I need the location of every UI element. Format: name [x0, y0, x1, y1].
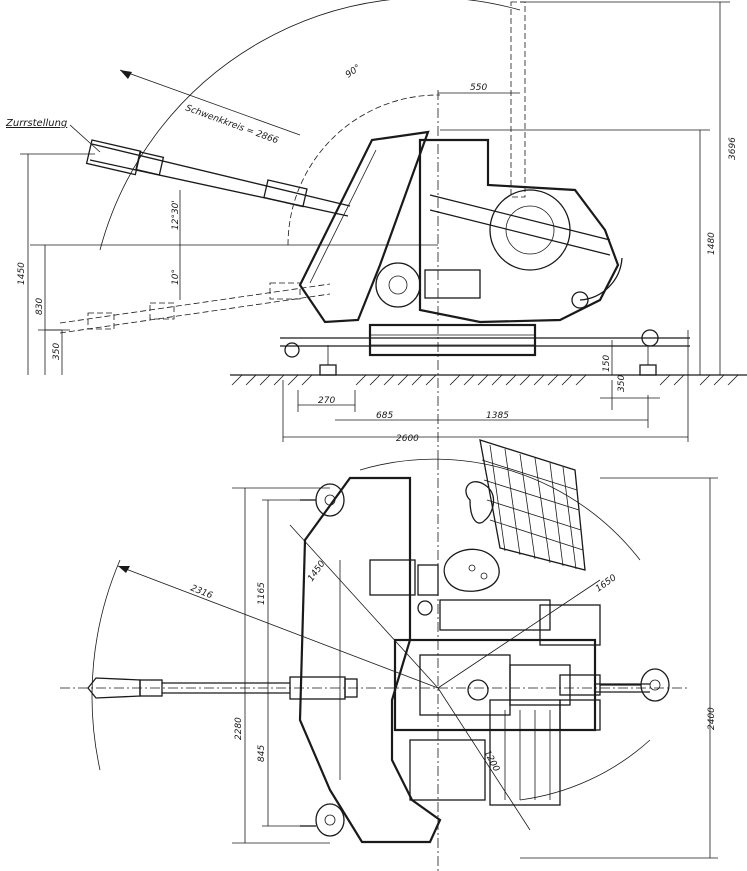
top-swing-arc-lower [519, 739, 651, 801]
swing-arc [99, 0, 521, 251]
swing-arrow [120, 70, 132, 79]
dim-350-left: 350 [52, 343, 62, 360]
label-angle-90: 90° [344, 63, 363, 80]
ground-hatch [231, 374, 739, 386]
label-schwenkkreis: Schwenkkreis = 2866 [184, 103, 280, 146]
seat-bolt-2 [480, 572, 488, 580]
dim-685: 685 [376, 411, 393, 421]
breech-mechanism [375, 138, 623, 324]
top-swing-arc-left [91, 559, 121, 771]
zurr-leader [69, 124, 101, 153]
dim-1650: 1650 [594, 573, 619, 594]
base-platform [280, 323, 690, 376]
top-view: 2316 1165 1450 1650 2280 845 1200 2400 [60, 439, 718, 871]
dim-270: 270 [318, 396, 335, 406]
dim-1480: 1480 [707, 232, 717, 255]
barrel-top [87, 676, 358, 700]
label-angle-bottom: 10° [171, 269, 181, 285]
dim-2600: 2600 [396, 434, 419, 444]
swing-radius-line [119, 69, 301, 136]
label-angle-top: 12°30' [171, 200, 181, 230]
seat-lower [443, 548, 500, 592]
dim-2316: 2316 [189, 584, 214, 602]
radius-2316-arrow [118, 566, 130, 573]
radius-1200 [437, 687, 531, 831]
dim-550: 550 [470, 83, 487, 93]
label-zurrstellung: Zurrstellung [5, 118, 67, 129]
barrel-upper [85, 139, 351, 217]
dim-1450: 1450 [17, 262, 27, 285]
top-dims [232, 477, 718, 859]
seat-upper [465, 481, 495, 524]
dim-3696: 3696 [728, 137, 738, 160]
dim-1200: 1200 [481, 749, 501, 774]
gun-shield [298, 130, 430, 324]
vertical-tube [510, 1, 526, 198]
dim-350-right: 350 [617, 375, 627, 392]
dim-horizontal [282, 92, 689, 442]
elevation-arc-90 [287, 94, 441, 246]
side-view: Zurrstellung Schwenkkreis = 2866 90° 12°… [5, 0, 747, 460]
top-mechanism [369, 559, 650, 806]
radius-1650 [437, 579, 601, 689]
barrel-lower [59, 282, 331, 334]
top-swing-arc-right [359, 458, 641, 561]
mesh-seat [479, 439, 586, 571]
seat-bolt-1 [468, 564, 476, 572]
dim-2400: 2400 [707, 707, 717, 730]
dim-1165: 1165 [257, 582, 267, 605]
dim-830: 830 [35, 298, 45, 315]
dim-right [440, 1, 730, 410]
dim-1385: 1385 [486, 411, 509, 421]
shield-edge [309, 149, 377, 284]
radius-2316 [117, 565, 439, 689]
dim-2280: 2280 [234, 717, 244, 740]
dim-845: 845 [257, 745, 267, 762]
dim-150: 150 [602, 355, 612, 372]
top-shield [298, 476, 442, 844]
radius-1450 [289, 524, 439, 689]
dim-left [20, 153, 95, 375]
